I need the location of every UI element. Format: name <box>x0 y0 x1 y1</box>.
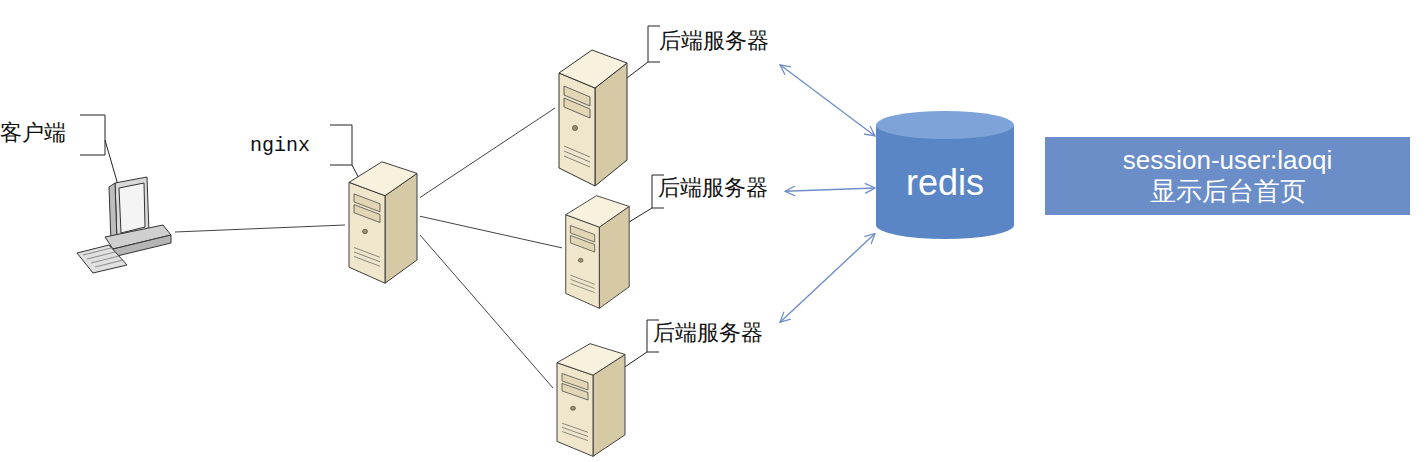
backend-server: 后端服务器 <box>562 172 785 310</box>
backend-server: 后端服务器 <box>555 28 780 188</box>
computer-icon <box>75 175 175 275</box>
server-icon <box>553 342 628 458</box>
callout-label: 后端服务器 <box>653 322 763 344</box>
double-arrow <box>780 234 875 323</box>
server-icon <box>345 160 420 285</box>
client-computer: 客户端 <box>75 175 175 275</box>
redis-cylinder: redis <box>875 110 1015 240</box>
callout-label: 后端服务器 <box>659 30 769 52</box>
server-icon-holder <box>562 194 632 310</box>
bracket <box>80 115 105 155</box>
callout-label: 客户端 <box>0 122 66 144</box>
leader-line <box>105 140 118 185</box>
network-link <box>420 108 555 198</box>
network-link <box>420 216 562 248</box>
double-arrow <box>785 188 875 191</box>
network-link <box>420 235 553 388</box>
box-text: session-user:laoqi <box>1123 145 1333 176</box>
callout-label: 后端服务器 <box>658 177 768 199</box>
server-icon <box>562 194 632 310</box>
callout-label: nginx <box>250 136 310 156</box>
server-icon-holder <box>553 342 628 458</box>
session-box: session-user:laoqi显示后台首页 <box>1045 137 1410 215</box>
nginx-server: nginx <box>345 160 420 285</box>
double-arrow <box>780 65 875 136</box>
cylinder-label: redis <box>875 165 1015 201</box>
bracket <box>330 125 352 165</box>
network-link <box>175 225 345 232</box>
bracket <box>648 26 660 62</box>
box-text: 显示后台首页 <box>1150 176 1306 207</box>
server-icon <box>555 48 630 188</box>
server-icon-holder <box>555 48 630 188</box>
backend-server: 后端服务器 <box>553 318 780 458</box>
